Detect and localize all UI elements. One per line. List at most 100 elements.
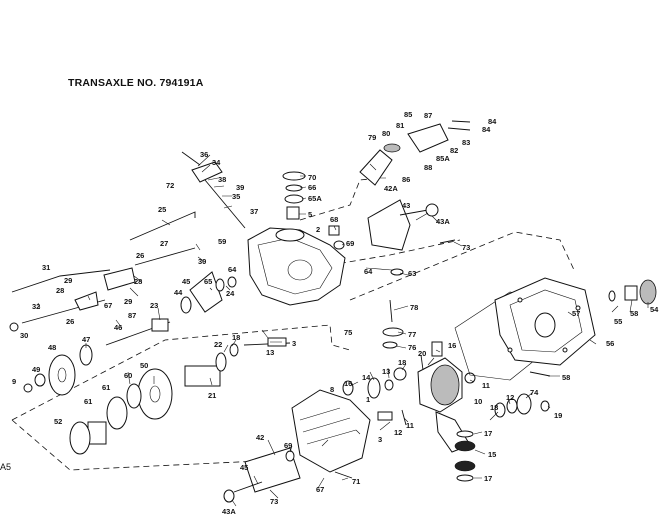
- gear-44: [180, 296, 192, 314]
- axle-45b: [233, 481, 263, 493]
- callout-26: 26: [136, 251, 144, 260]
- callout-57: 57: [572, 309, 580, 318]
- bushing-55: [624, 285, 638, 301]
- washer-64-63: [390, 268, 404, 276]
- brake-pin-84a: [451, 120, 471, 123]
- callout-13: 13: [266, 348, 274, 357]
- callout-44: 44: [174, 288, 183, 297]
- dashed-group-outline-right: [349, 231, 576, 301]
- bearing-65: [215, 278, 225, 292]
- callout-61: 61: [102, 383, 110, 392]
- callout-24: 24: [226, 289, 235, 298]
- gear-48-hub: [57, 367, 67, 383]
- callout-12b: 12: [394, 428, 402, 437]
- washer-18c: [494, 402, 506, 418]
- callout-67b: 67: [316, 485, 324, 494]
- callout-59: 59: [218, 237, 226, 246]
- bearing-43a: [425, 203, 439, 217]
- gear-13b: [384, 379, 394, 391]
- callout-72: 72: [166, 181, 174, 190]
- callout-69: 69: [346, 239, 354, 248]
- washer-76: [382, 341, 398, 349]
- callout-46: 46: [114, 323, 122, 332]
- callout-58: 58: [562, 373, 570, 382]
- washer-19: [540, 400, 550, 412]
- callout-36: 36: [200, 150, 208, 159]
- callout-54: 54: [650, 305, 659, 314]
- brake-disc-86: [359, 149, 393, 186]
- caliper-83: [407, 123, 449, 153]
- callout-47: 47: [82, 335, 90, 344]
- axle-43: [399, 209, 429, 216]
- gear-54: [639, 279, 657, 305]
- bearing-65a: [284, 194, 304, 204]
- callout-29: 29: [124, 297, 132, 306]
- callout-64b: 64: [228, 265, 237, 274]
- callout-10: 10: [474, 397, 482, 406]
- callout-43: 43: [402, 201, 410, 210]
- gear-48: [48, 354, 76, 396]
- callout-60: 60: [124, 371, 132, 380]
- cover-bolt-hole-1: [517, 297, 523, 303]
- leader-lines: [37, 154, 649, 507]
- side-cover-inner: [509, 289, 583, 353]
- callout-64: 64: [364, 267, 373, 276]
- washer-58: [608, 290, 616, 302]
- callout-75: 75: [344, 328, 352, 337]
- callout-85: 85: [404, 110, 412, 119]
- fork-26b: [74, 291, 99, 311]
- callout-84a: 84: [488, 117, 497, 126]
- callout-14: 14: [362, 373, 371, 382]
- shift-fork-34: [191, 161, 223, 183]
- callout-11b: 11: [406, 421, 414, 430]
- callout-39: 39: [236, 183, 244, 192]
- callout-84b: 84: [482, 125, 491, 134]
- callout-81: 81: [396, 121, 404, 130]
- callout-30b: 30: [20, 331, 28, 340]
- bearing-68: [328, 225, 340, 236]
- callout-42a: 42A: [384, 184, 398, 193]
- callout-15: 15: [488, 450, 496, 459]
- callout-8: 8: [330, 385, 334, 394]
- shift-rod-36: [181, 151, 201, 166]
- callout-5: 5: [308, 210, 312, 219]
- diagram-title: TRANSAXLE NO. 794191A: [68, 77, 204, 89]
- callout-73b: 73: [270, 497, 278, 506]
- washer-64b: [227, 276, 237, 288]
- callout-86: 86: [402, 175, 410, 184]
- callout-17b: 17: [484, 474, 492, 483]
- callout-65: 65: [204, 277, 212, 286]
- bracket-25: [129, 211, 196, 241]
- gear-15a: [454, 440, 476, 452]
- callout-23: 23: [150, 301, 158, 310]
- callout-82: 82: [450, 146, 458, 155]
- callout-1: 1: [366, 395, 370, 404]
- callout-9: 9: [12, 377, 16, 386]
- brake-pin-84b: [447, 127, 471, 131]
- callout-37: 37: [250, 207, 258, 216]
- washer-66: [285, 184, 303, 192]
- callout-43ab: 43A: [222, 507, 236, 516]
- callout-3: 3: [292, 339, 296, 348]
- cover-bolt-hole-3: [562, 347, 568, 353]
- callout-80: 80: [382, 129, 390, 138]
- callout-2: 2: [316, 225, 320, 234]
- callout-22: 22: [214, 340, 222, 349]
- callout-18b: 18: [398, 358, 406, 367]
- washer-17b: [456, 474, 474, 482]
- callout-26b: 26: [66, 317, 74, 326]
- housing-boss: [275, 228, 305, 242]
- callout-83: 83: [462, 138, 470, 147]
- callout-79: 79: [368, 133, 376, 142]
- callout-29b: 29: [64, 276, 72, 285]
- corner-label: A5: [0, 462, 12, 472]
- callout-63: 63: [408, 269, 416, 278]
- shift-shaft-27: [134, 247, 196, 266]
- gear-60: [126, 383, 142, 409]
- callout-42: 42: [256, 433, 264, 442]
- gear-61: [106, 396, 128, 430]
- callout-16b: 16: [344, 379, 352, 388]
- callout-34: 34: [212, 158, 221, 167]
- callout-71: 71: [352, 477, 360, 486]
